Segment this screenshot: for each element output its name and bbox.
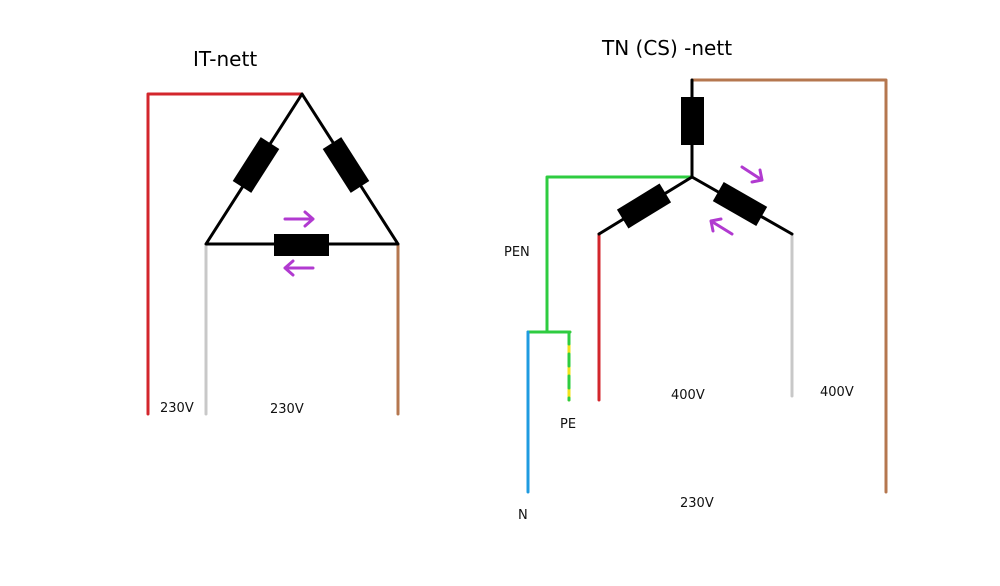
it-resistor-right bbox=[322, 137, 370, 193]
it-label-230v-mid: 230V bbox=[270, 402, 304, 417]
tn-arrow-down-right-icon bbox=[740, 165, 764, 184]
tn-label-400v-right: 400V bbox=[820, 385, 854, 400]
it-red-wire bbox=[146, 92, 304, 416]
it-net-diagram: IT-nett 230V 230V bbox=[146, 47, 400, 417]
it-label-230v-left: 230V bbox=[160, 401, 194, 416]
tn-pen-wire bbox=[545, 175, 694, 334]
it-resistor-bottom bbox=[274, 234, 329, 256]
tn-label-230v: 230V bbox=[680, 496, 714, 511]
it-resistor-left bbox=[232, 137, 280, 193]
tn-label-400v-left: 400V bbox=[671, 388, 705, 403]
it-arrow-right-icon bbox=[283, 210, 315, 228]
tn-resistor-top bbox=[681, 97, 704, 145]
tn-net-diagram: TN (CS) -nett PEN PE N 400 bbox=[504, 36, 888, 523]
tn-label-pe: PE bbox=[560, 417, 576, 432]
tn-brown-wire bbox=[690, 78, 888, 494]
tn-resistor-left bbox=[616, 183, 672, 229]
tn-net-title: TN (CS) -nett bbox=[601, 36, 732, 60]
it-arrow-left-icon bbox=[283, 259, 315, 277]
it-delta-triangle bbox=[204, 92, 400, 246]
tn-label-n: N bbox=[518, 508, 528, 523]
tn-label-pen: PEN bbox=[504, 245, 530, 260]
tn-resistor-right bbox=[712, 182, 768, 226]
it-net-title: IT-nett bbox=[193, 47, 257, 71]
tn-arrow-up-left-icon bbox=[709, 217, 734, 236]
